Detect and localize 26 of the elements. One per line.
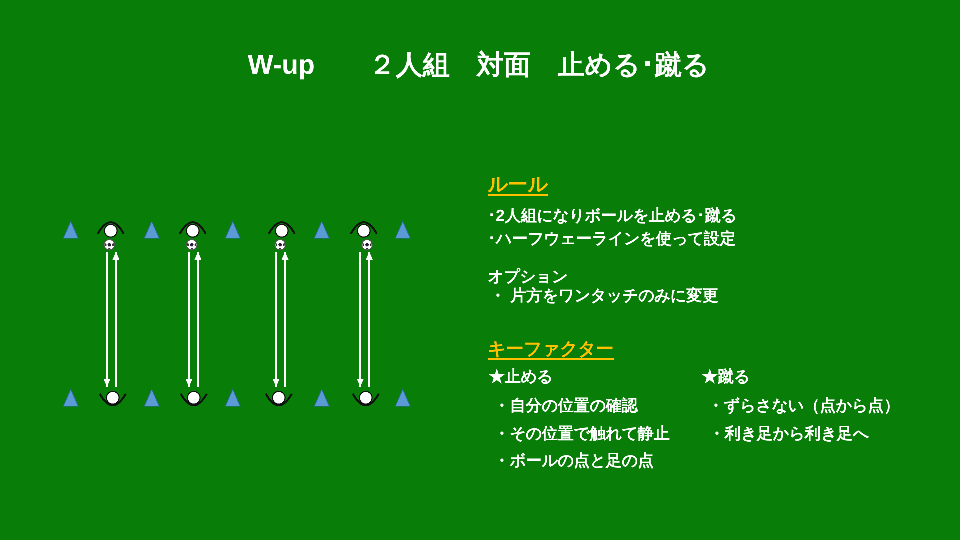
arrow	[104, 252, 111, 387]
bullet-text: ・自分の位置の確認	[494, 397, 638, 417]
arrow	[366, 252, 373, 387]
section-heading: キーファクター	[488, 339, 614, 361]
subheading: ★蹴る	[702, 368, 750, 388]
arrow	[272, 252, 280, 387]
arrow	[357, 252, 364, 387]
bullet-text: ・その位置で触れて静止	[494, 425, 670, 445]
rule-text: ･2人組になりボールを止める･蹴る	[488, 206, 737, 226]
arrow	[186, 252, 193, 387]
subheading: ★止める	[489, 368, 553, 388]
player-with-ball-icon	[349, 219, 379, 252]
title: W-up ２人組 対面 止める･蹴る	[248, 48, 710, 82]
player-with-ball-icon	[267, 219, 298, 252]
player-with-ball-icon	[96, 219, 126, 252]
player-with-ball-icon	[178, 219, 208, 252]
rule-text: ・ 片方をワンタッチのみに変更	[490, 287, 718, 307]
section-heading: ルール	[488, 173, 548, 197]
rule-text: ･ハーフウェーラインを使って設定	[488, 230, 736, 250]
bullet-text: ・利き足から利き足へ	[709, 425, 869, 445]
arrow	[194, 252, 202, 387]
arrow	[112, 252, 120, 387]
bullet-text: ・ボールの点と足の点	[494, 452, 654, 472]
subheading: オプション	[488, 268, 568, 287]
arrow	[282, 252, 289, 387]
bullet-text: ・ずらさない（点から点）	[708, 397, 900, 417]
